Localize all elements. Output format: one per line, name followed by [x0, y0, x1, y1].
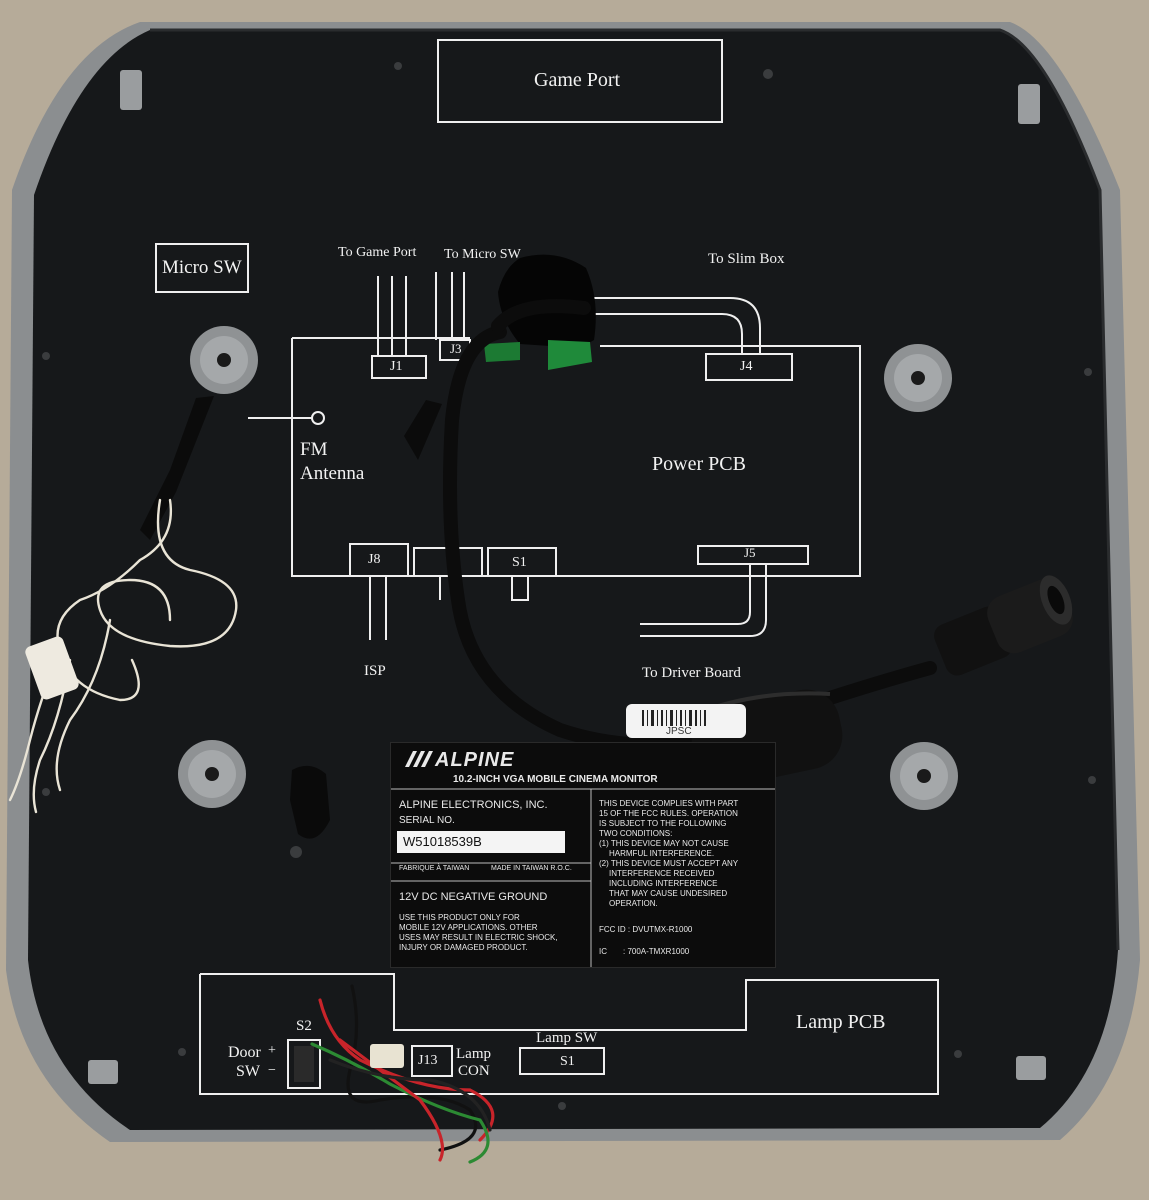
barcode-icon [642, 710, 706, 726]
screw-bosses [178, 326, 958, 810]
usage-line-4: INJURY OR DAMAGED PRODUCT. [399, 943, 528, 952]
to-slim-box-label: To Slim Box [708, 251, 785, 267]
fcc-line-6: HARMFUL INTERFERENCE. [609, 849, 715, 858]
s2-label: S2 [296, 1018, 312, 1034]
usage-line-1: USE THIS PRODUCT ONLY FOR [399, 913, 520, 922]
fcc-line-10: THAT MAY CAUSE UNDESIRED [609, 889, 728, 898]
brand-logo: ALPINE [435, 749, 515, 771]
barcode-sticker: JPSC [626, 704, 746, 738]
fcc-line-3: IS SUBJECT TO THE FOLLOWING [599, 819, 727, 828]
j8-label: J8 [368, 552, 381, 567]
game-port-label: Game Port [534, 69, 621, 91]
fcc-line-4: TWO CONDITIONS: [599, 829, 673, 838]
plus-label: + [268, 1043, 276, 1058]
barcode-text: JPSC [666, 726, 692, 737]
fcc-line-11: OPERATION. [609, 899, 658, 908]
antenna-label: Antenna [300, 463, 365, 484]
con-label: CON [458, 1063, 490, 1079]
power-pcb-label: Power PCB [652, 453, 746, 475]
ic-label: IC [599, 947, 607, 956]
fcc-line-1: THIS DEVICE COMPLIES WITH PART [599, 799, 739, 808]
j3-label: J3 [450, 341, 462, 356]
lamp-label: Lamp [456, 1046, 491, 1062]
micro-sw-label: Micro SW [162, 257, 242, 278]
isp-label: ISP [364, 663, 386, 679]
minus-label: − [268, 1063, 276, 1078]
ic-value: : 700A-TMXR1000 [623, 947, 690, 956]
to-game-port-label: To Game Port [338, 245, 417, 260]
fcc-id-text: FCC ID : DVUTMX-R1000 [599, 925, 693, 934]
door-label: Door [228, 1044, 261, 1061]
j5-label: J5 [744, 545, 756, 560]
j4-label: J4 [740, 359, 753, 374]
to-driver-board-label: To Driver Board [642, 665, 741, 681]
fcc-line-2: 15 OF THE FCC RULES. OPERATION [599, 809, 738, 818]
fcc-line-7: (2) THIS DEVICE MUST ACCEPT ANY [599, 859, 739, 868]
j1-label: J1 [390, 359, 403, 374]
s1-power-label: S1 [512, 555, 527, 570]
fcc-line-8: INTERFERENCE RECEIVED [609, 869, 715, 878]
usage-line-3: USES MAY RESULT IN ELECTRIC SHOCK, [399, 933, 558, 942]
usage-line-2: MOBILE 12V APPLICATIONS. OTHER [399, 923, 538, 932]
s1-lamp-label: S1 [560, 1054, 575, 1069]
lamp-pcb-label: Lamp PCB [796, 1011, 886, 1033]
made-en-text: MADE IN TAIWAN R.O.C. [491, 865, 572, 872]
fm-label: FM [300, 439, 328, 460]
fcc-line-5: (1) THIS DEVICE MAY NOT CAUSE [599, 839, 729, 848]
lamp-sw-label: Lamp SW [536, 1030, 598, 1046]
fcc-line-9: INCLUDING INTERFERENCE [609, 879, 718, 888]
label-dividers [391, 751, 775, 967]
model-text: 10.2-INCH VGA MOBILE CINEMA MONITOR [453, 774, 658, 785]
company-text: ALPINE ELECTRONICS, INC. [399, 799, 548, 811]
to-micro-sw-label: To Micro SW [444, 247, 521, 262]
product-label: ALPINE 10.2-INCH VGA MOBILE CINEMA MONIT… [390, 742, 776, 968]
made-fr-text: FABRIQUE À TAIWAN [399, 865, 470, 872]
sw-label: SW [236, 1063, 260, 1080]
serial-number-field: W51018539B [397, 831, 565, 853]
power-rating-text: 12V DC NEGATIVE GROUND [399, 891, 548, 903]
serial-label: SERIAL NO. [399, 815, 455, 826]
j13-label: J13 [418, 1053, 438, 1068]
